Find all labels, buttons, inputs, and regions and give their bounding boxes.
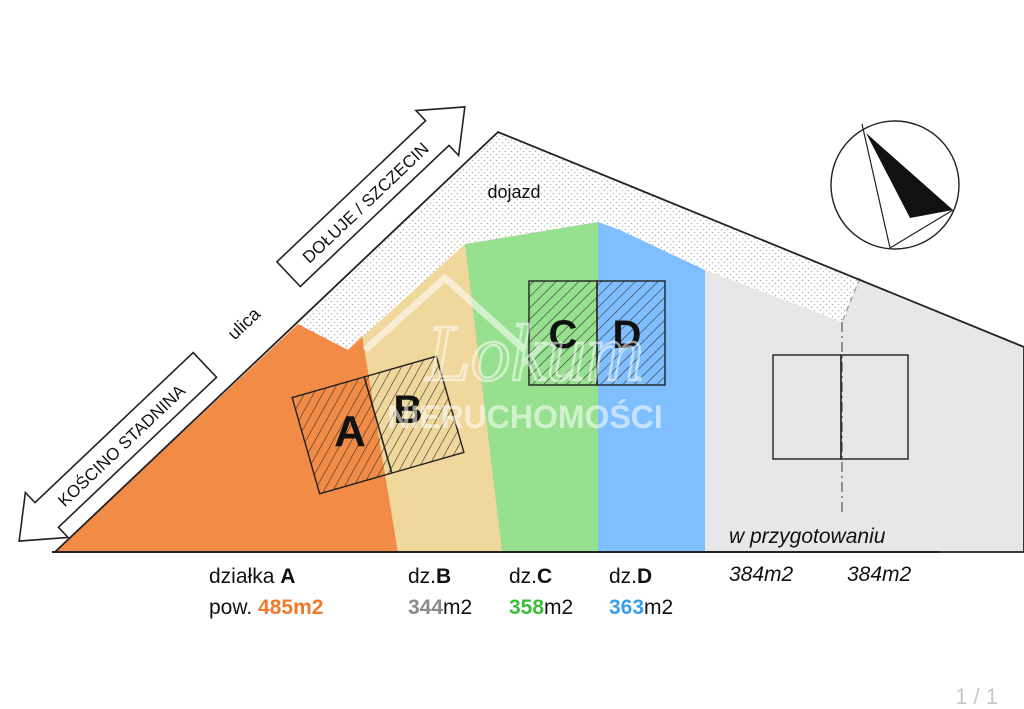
plot-c-area-unit: m2 [544, 596, 574, 619]
plot-c-letter: C [549, 313, 578, 357]
plot-b-area-value: 344 [408, 596, 444, 619]
access-road-label: dojazd [487, 182, 540, 202]
plot-c-prefix: dz. [509, 565, 538, 588]
plot-d-title: dz.D [609, 566, 652, 587]
plot-a-area-label: pow. 485m2 [209, 597, 323, 618]
plot-c-title: dz.C [509, 566, 552, 587]
plot-a-area [55, 324, 398, 552]
plot-b-letter: B [394, 388, 423, 432]
plot-d-title-letter: D [637, 565, 653, 588]
plot-d-area-label: 363m2 [609, 597, 673, 618]
building-ab [291, 355, 465, 495]
watermark: Lokum NIERUCHOMOŚCI [362, 273, 663, 435]
plot-b-prefix: dz. [408, 565, 437, 588]
plot-a-prefix: działka [209, 565, 281, 588]
plot-d-letter: D [613, 313, 642, 357]
plot-a-area-prefix: pow. [209, 596, 259, 619]
plot-a-letter: A [334, 407, 366, 456]
plot-b-title: dz.B [408, 566, 451, 587]
plot-b-area-label: 344m2 [408, 597, 472, 618]
plot-b-area-unit: m2 [443, 596, 473, 619]
plot-d-area-value: 363 [609, 596, 645, 619]
in-preparation-label: w przygotowaniu [729, 525, 886, 548]
plots-in-preparation-area [705, 270, 1024, 552]
planned-area-1: 384m2 [729, 563, 794, 586]
plot-b-title-letter: B [436, 565, 452, 588]
plot-a-area-value: 485m2 [258, 596, 324, 619]
watermark-subtitle: NIERUCHOMOŚCI [387, 399, 663, 435]
plot-c-title-letter: C [537, 565, 553, 588]
plot-c-area-value: 358 [509, 596, 545, 619]
watermark-house-icon [362, 273, 528, 353]
arrow-down-left-icon [18, 351, 218, 542]
building-planned [772, 354, 909, 460]
north-compass-icon [830, 120, 960, 250]
plot-d-area-unit: m2 [644, 596, 674, 619]
plot-c-area-label: 358m2 [509, 597, 573, 618]
arrow-up-right-icon [275, 106, 466, 288]
page-indicator: 1 / 1 [955, 684, 998, 709]
plot-a-title-letter: A [280, 565, 296, 588]
street-label: ulica [224, 303, 265, 344]
planned-area-2: 384m2 [847, 563, 912, 586]
watermark-logo-text: Lokum [425, 310, 644, 398]
plot-d-prefix: dz. [609, 565, 638, 588]
building-cd [528, 280, 666, 386]
division-line [841, 277, 861, 323]
plot-a-title: działka A [209, 566, 295, 587]
